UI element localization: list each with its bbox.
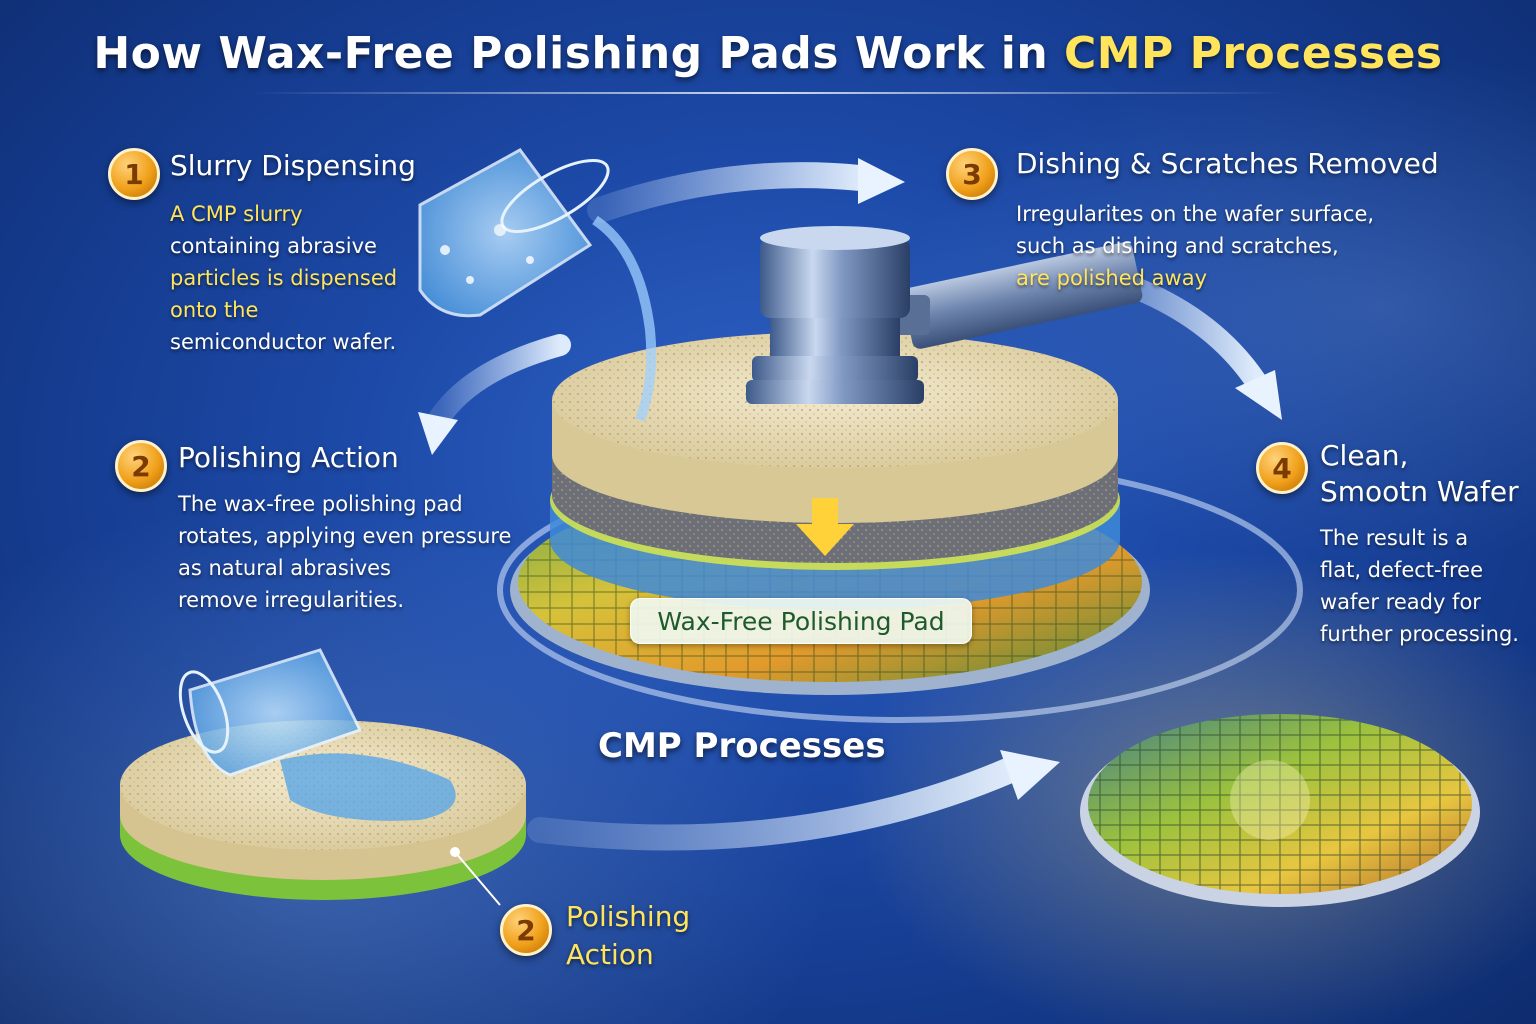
bottom-step-label: Polishing Action: [566, 898, 690, 974]
bottom-pad-illustration: [120, 648, 526, 906]
step-1-line: semiconductor wafer.: [170, 330, 397, 354]
bottom-step-line: Polishing: [566, 900, 691, 933]
step-1-line: particles is dispensed: [170, 266, 398, 290]
step-1-badge: 1: [108, 148, 160, 200]
down-arrow-icon: [796, 498, 854, 556]
step-2-heading: Polishing Action: [178, 441, 399, 474]
step-4-badge: 4: [1256, 442, 1308, 494]
step-3-line: Irregularites on the wafer surface,: [1016, 202, 1375, 226]
step-2-line: remove irregularities.: [178, 588, 405, 612]
step-4-description: The result is a flat, defect-free wafer …: [1320, 522, 1519, 650]
pad-label: Wax-Free Polishing Pad: [630, 598, 972, 644]
bottom-step-line: Action: [566, 938, 654, 971]
step-2-description: The wax-free polishing pad rotates, appl…: [178, 488, 511, 616]
step-2-badge: 2: [115, 440, 167, 492]
step-4-line: wafer ready for: [1320, 590, 1481, 614]
step-4-heading-line: Clean,: [1320, 439, 1409, 472]
step-2-line: rotates, applying even pressure: [178, 524, 512, 548]
step-1-heading: Slurry Dispensing: [170, 149, 416, 182]
step-4-heading: Clean, Smootn Wafer: [1320, 438, 1519, 510]
step-1-line: containing abrasive: [170, 234, 377, 258]
step-1-description: A CMP slurry containing abrasive particl…: [170, 198, 397, 358]
step-3-badge: 3: [946, 148, 998, 200]
step-3-line: are polished away: [1016, 266, 1207, 290]
step-4-line: further processing.: [1320, 622, 1519, 646]
title-divider: [250, 92, 1286, 94]
slurry-beaker-icon: [418, 148, 657, 422]
polishing-head-icon: [746, 226, 1143, 404]
flow-arrow-icon: [418, 158, 1282, 851]
step-4-line: The result is a: [1320, 526, 1469, 550]
page-title: How Wax-Free Polishing Pads Work in CMP …: [0, 28, 1536, 79]
step-2-line: The wax-free polishing pad: [178, 492, 463, 516]
step-4-line: flat, defect-free: [1320, 558, 1484, 582]
step-3-description: Irregularites on the wafer surface, such…: [1016, 198, 1374, 294]
step-1-line: onto the: [170, 298, 259, 322]
bottom-step-badge: 2: [500, 904, 552, 956]
step-1-line: A CMP slurry: [170, 202, 303, 226]
title-highlight: CMP Processes: [1063, 28, 1443, 79]
process-label: CMP Processes: [598, 726, 886, 766]
step-4-heading-line: Smootn Wafer: [1320, 475, 1519, 508]
finished-wafer-icon: [1080, 714, 1480, 907]
step-2-line: as natural abrasives: [178, 556, 391, 580]
step-3-line: such as dishing and scratches,: [1016, 234, 1339, 258]
step-3-heading: Dishing & Scratches Removed: [1016, 147, 1439, 180]
title-main: How Wax-Free Polishing Pads Work in: [93, 28, 1049, 79]
